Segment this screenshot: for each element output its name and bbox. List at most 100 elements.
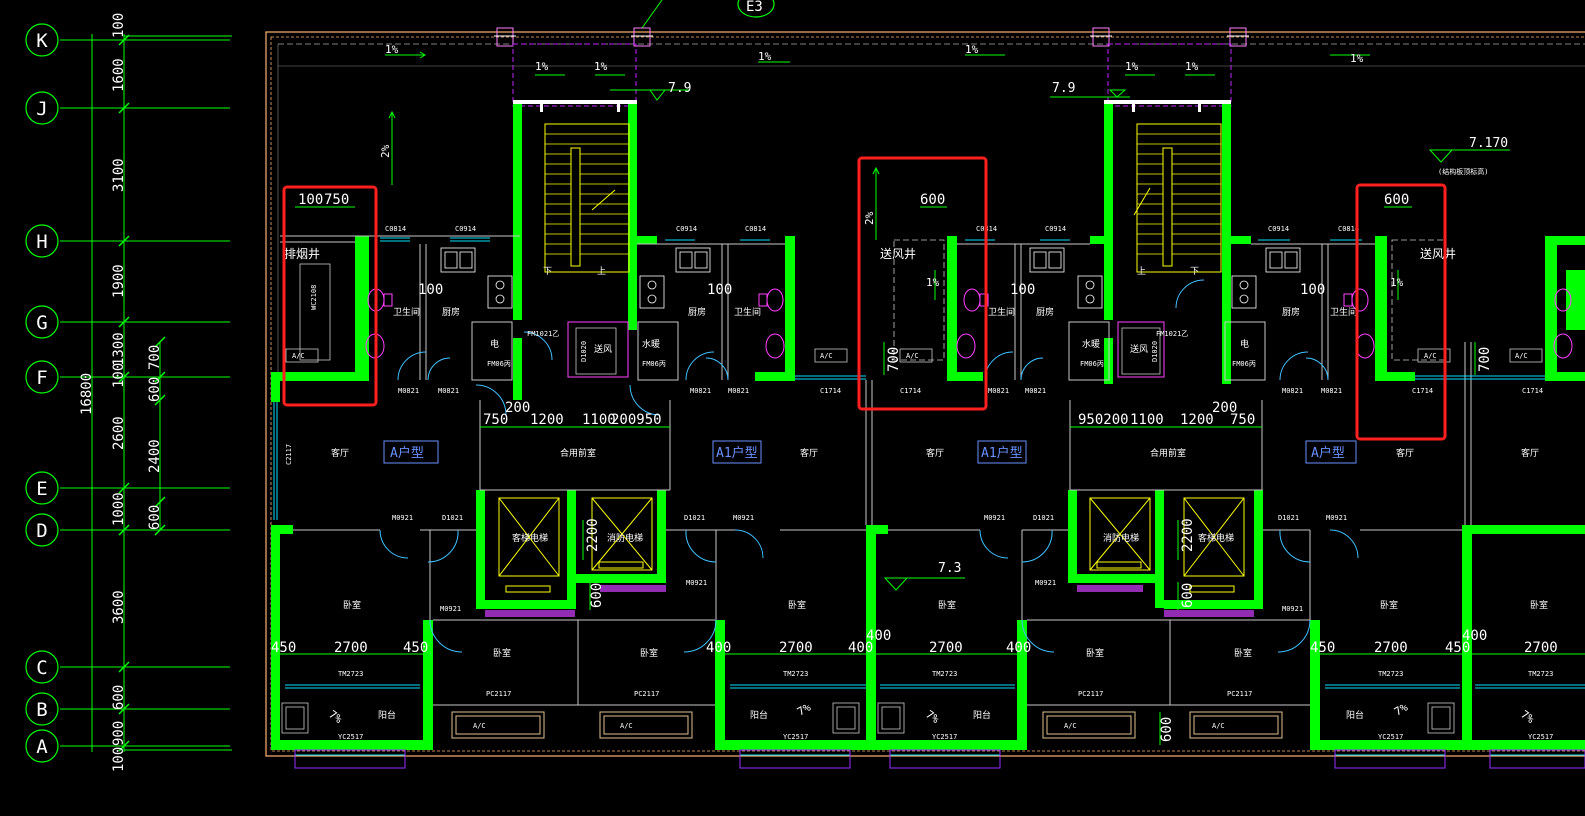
room-balcony-1: 阳台 (378, 709, 396, 721)
code-ac-2: A/C (820, 352, 833, 360)
highlight-supply-shaft-right[interactable] (1355, 183, 1447, 441)
room-electric-2: 电 (1240, 338, 1249, 350)
dim-750-lobby-left: 750 (483, 412, 508, 428)
room-bedroom-8: 卧室 (1086, 647, 1104, 659)
room-living-5: 客厅 (1521, 447, 1539, 459)
room-living-3: 客厅 (926, 447, 944, 459)
code-yc2517-2: YC2517 (783, 733, 808, 741)
code-m0821-3: M0821 (690, 387, 711, 395)
room-bedroom-7: 卧室 (640, 647, 658, 659)
room-living-2: 客厅 (800, 447, 818, 459)
axis-label-d: D (36, 520, 47, 542)
dim-1100-lobby-left: 1100 (582, 412, 616, 428)
elevation-right: 7.9 (1052, 81, 1075, 96)
code-c1714-3: C1714 (1412, 387, 1433, 395)
room-supply-shaft-left: 送风井 (880, 246, 916, 261)
top-marker-label: E3 (746, 0, 763, 15)
room-bedroom-5: 卧室 (1530, 599, 1548, 611)
axis-label-c: C (36, 657, 47, 679)
code-d1021-4: D1021 (1278, 514, 1299, 522)
dim-750-left: 750 (324, 192, 349, 208)
code-d1021-2: D1021 (684, 514, 705, 522)
unit-type-a-right: A户型 (1311, 445, 1345, 461)
code-d1020-2: D1020 (1151, 341, 1159, 362)
code-fm06-2: FM06丙 (642, 360, 666, 368)
room-electric-1: 电 (490, 338, 499, 350)
roof-elevation-note: (结构板顶标高) (1438, 167, 1488, 176)
slope-7: 1% (1185, 60, 1199, 73)
dim-200950-lobby-left: 200950 (611, 412, 662, 428)
dim-inner-600-low: 600 (147, 505, 163, 530)
dim-left-100-top: 100 (111, 13, 127, 38)
room-bathroom-1: 卫生间 (393, 306, 420, 318)
dim-left-2600: 2600 (111, 416, 127, 450)
code-fm06-3: FM06丙 (1080, 360, 1104, 368)
room-up-2: 上 (1137, 266, 1146, 277)
slope-14: 7% (795, 701, 813, 719)
code-ac-5: A/C (1515, 352, 1528, 360)
axis-bubbles (25, 23, 59, 763)
unit-type-a-left: A户型 (390, 445, 424, 461)
room-bedroom-2: 卧室 (788, 599, 806, 611)
dim-1200-lobby-left: 1200 (530, 412, 564, 428)
code-m0921-5: M0921 (440, 605, 461, 613)
room-water-1: 水暖 (642, 338, 660, 350)
slope-6: 1% (1125, 60, 1139, 73)
room-lobby-1: 合用前室 (560, 447, 596, 459)
code-m0821-6: M0821 (1025, 387, 1046, 395)
dim-400-3: 400 (866, 628, 891, 644)
code-ac-1: A/C (292, 352, 305, 360)
slope-15: 7% (923, 708, 942, 726)
axis-letters: K J H G F E D C B A (36, 30, 48, 758)
dim-left-1000: 1000 (111, 492, 127, 526)
slope-17: 7% (1518, 708, 1537, 726)
room-supply-air-2: 送风 (1130, 343, 1148, 355)
hatch-strips (485, 585, 1254, 617)
elevators (498, 497, 1245, 593)
code-ac-7: A/C (620, 722, 633, 730)
dim-400-5: 400 (1462, 628, 1487, 644)
dim-left-100-bottom: 100 (111, 747, 127, 772)
code-c0814-2: C0814 (745, 225, 766, 233)
room-bedroom-9: 卧室 (1234, 647, 1252, 659)
code-tm2723-5: TM2723 (1528, 670, 1553, 678)
room-kitchen-4: 厨房 (1282, 306, 1300, 318)
highlight-exhaust-shaft[interactable] (282, 185, 378, 407)
code-c0814-4: C0814 (1338, 225, 1359, 233)
code-ac-3: A/C (906, 352, 919, 360)
dim-950200-lobby-right: 950200 (1078, 412, 1129, 428)
slope-2: 1% (535, 60, 549, 73)
dim-700-right: 700 (1477, 347, 1493, 372)
stair-roof-frames (512, 43, 1232, 107)
axis-label-j: J (36, 98, 47, 120)
code-m0821-8: M0821 (1321, 387, 1342, 395)
code-d1020-1: D1020 (580, 341, 588, 362)
room-bedroom-1: 卧室 (343, 599, 361, 611)
slope-1: 1% (385, 43, 399, 56)
dim-600-elev-right: 600 (1180, 583, 1196, 608)
room-living-4: 客厅 (1396, 447, 1414, 459)
dim-2200-right: 2200 (1180, 518, 1196, 552)
room-bedroom-6: 卧室 (493, 647, 511, 659)
highlight-supply-shaft-mid[interactable] (857, 156, 988, 411)
dim-1100-lobby-right: 1100 (1130, 412, 1164, 428)
structural-walls (271, 100, 1585, 750)
slope-16: 7% (1392, 701, 1410, 719)
partitions (280, 235, 1472, 706)
code-ac-4: A/C (1424, 352, 1437, 360)
code-yc2517-4: YC2517 (1378, 733, 1403, 741)
dim-left-1300: 1300 (111, 332, 127, 366)
slope-13: 7% (326, 708, 345, 726)
room-up-1: 上 (597, 266, 606, 277)
room-balcony-3: 阳台 (973, 709, 991, 721)
code-m0921-8: M0921 (1282, 605, 1303, 613)
room-bedroom-4: 卧室 (1380, 599, 1398, 611)
toilets (365, 288, 1573, 359)
dim-2700-2: 2700 (779, 640, 813, 656)
dim-400-2: 400 (848, 640, 873, 656)
axis-grid (60, 34, 232, 752)
dim-left-1900: 1900 (111, 264, 127, 298)
highlight-annotations[interactable] (282, 156, 1447, 441)
dimension-lines (271, 206, 1585, 745)
